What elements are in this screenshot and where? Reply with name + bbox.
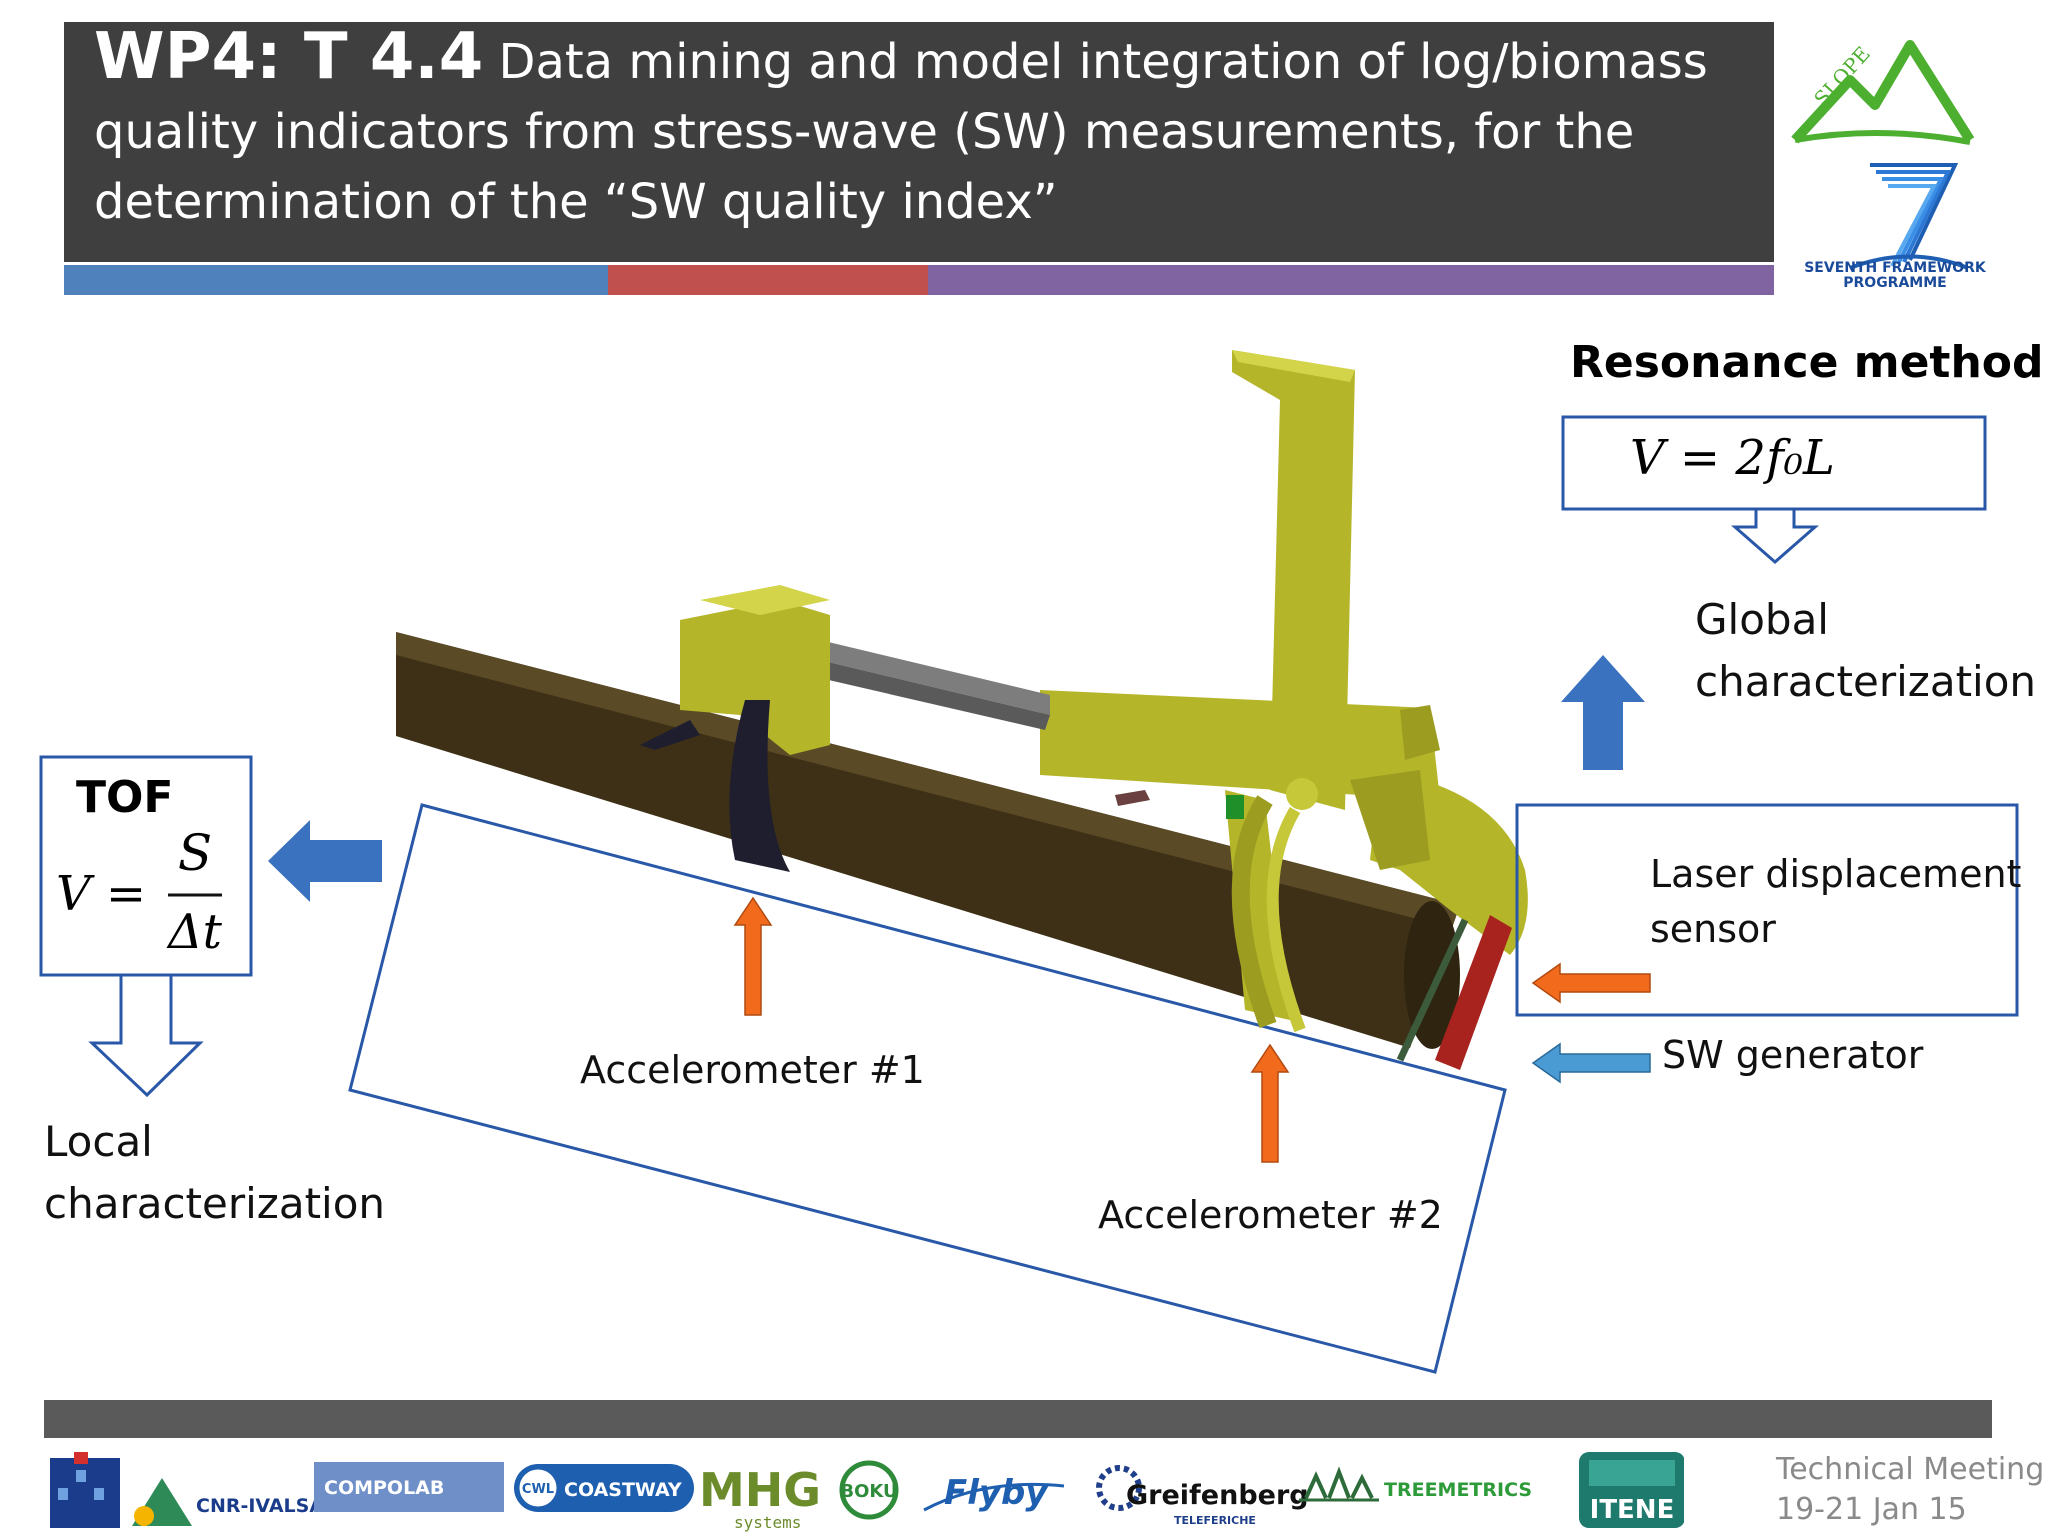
fp7-logo: SEVENTH FRAMEWORK PROGRAMME	[1804, 163, 1987, 291]
sw-generator-label: SW generator	[1662, 1033, 1924, 1077]
tof-left-arrow	[268, 820, 382, 902]
laser-label-line2: sensor	[1650, 907, 1776, 951]
meeting-date: 19-21 Jan 15	[1776, 1492, 1967, 1527]
harvester-head-illustration	[680, 350, 1528, 1033]
global-up-arrow	[1561, 655, 1645, 770]
task-code: WP4: T 4.4	[94, 20, 484, 94]
local-label-line1: Local	[44, 1117, 153, 1166]
cnr-ivalsa-logo: CNR-IVALSA	[50, 1452, 324, 1528]
meeting-title: Technical Meeting	[1776, 1452, 2045, 1487]
laser-label-line1: Laser displacement	[1650, 852, 2022, 896]
global-label-line2: characterization	[1695, 657, 2037, 706]
fp7-logo-line2: PROGRAMME	[1843, 275, 1946, 291]
mhg-sub-text: systems	[734, 1513, 801, 1532]
tof-formula-lhs: V =	[56, 866, 146, 922]
local-label-line2: characterization	[44, 1179, 386, 1228]
header-logos: SLOPE SEVENTH FRAMEWORK PROGRAMME	[1791, 40, 1987, 291]
mhg-logo: MHG systems	[699, 1463, 821, 1532]
boku-logo: BOKU	[839, 1460, 899, 1520]
resonance-formula-box	[1561, 415, 1987, 511]
accelerometer2-label: Accelerometer #2	[1098, 1193, 1443, 1237]
accelerometer2-arrow	[1250, 1043, 1290, 1163]
meeting-info: Technical Meeting 19-21 Jan 15	[1776, 1450, 2046, 1530]
itene-text: ITENE	[1590, 1495, 1675, 1525]
tof-numerator: S	[178, 824, 212, 882]
resonance-down-arrow	[1731, 507, 1819, 564]
global-label-line1: Global	[1695, 595, 1829, 644]
greifenberg-sub-text: TELEFERICHE	[1174, 1514, 1256, 1527]
coastway-logo: CWL COASTWAY	[514, 1464, 694, 1512]
accent-bar-red	[608, 265, 928, 295]
title-description: Data mining and model integration of log…	[94, 34, 1708, 230]
resonance-heading: Resonance method	[1570, 337, 2044, 388]
laser-sensor-box	[1515, 803, 2019, 1017]
cwl-text: CWL	[522, 1482, 554, 1497]
green-sensor	[1226, 795, 1244, 819]
flyby-logo: Flyby	[923, 1473, 1065, 1513]
fp7-logo-line1: SEVENTH FRAMEWORK	[1804, 260, 1987, 276]
sw-generator-hammer	[1435, 915, 1512, 1070]
tof-heading: TOF	[76, 772, 173, 823]
accelerometer1-label: Accelerometer #1	[580, 1048, 925, 1092]
greifenberg-text: Greifenberg	[1126, 1480, 1309, 1511]
compolab-logo: COMPOLAB	[314, 1462, 504, 1512]
treemetrics-text: TREEMETRICS	[1384, 1479, 1532, 1501]
sw-generator-arrow	[1531, 1042, 1651, 1084]
title-band	[64, 22, 1774, 262]
small-bracket	[1115, 790, 1150, 806]
tof-formula-box	[39, 755, 253, 977]
mhg-text: MHG	[699, 1463, 821, 1517]
greifenberg-logo: Greifenberg TELEFERICHE	[1096, 1465, 1309, 1527]
sensor-clip	[640, 720, 700, 750]
measurement-zone-outline	[348, 803, 1507, 1374]
boku-text: BOKU	[840, 1481, 897, 1502]
coastway-text: COASTWAY	[564, 1479, 682, 1501]
footer-bar	[44, 1400, 1992, 1438]
cnr-ivalsa-text: CNR-IVALSA	[196, 1495, 324, 1517]
accent-bar-purple	[928, 265, 1774, 295]
tof-denominator: Δt	[166, 904, 223, 960]
laser-sensor-arrow	[1531, 962, 1651, 1004]
tof-down-arrow	[88, 973, 204, 1098]
itene-logo: ITENE	[1579, 1452, 1684, 1528]
sensor-strap	[729, 700, 790, 872]
slide-title: WP4: T 4.4 Data mining and model integra…	[94, 22, 1754, 237]
accelerometer1-arrow	[733, 896, 773, 1016]
resonance-formula: V = 2f₀L	[1630, 430, 1835, 486]
sw-generator-rod	[1396, 918, 1469, 1062]
accent-bar-blue	[64, 265, 608, 295]
treemetrics-logo: TREEMETRICS	[1299, 1466, 1532, 1502]
flyby-text: Flyby	[944, 1473, 1049, 1513]
partner-logos: CNR-IVALSA COMPOLAB CWL COASTWAY MHG sys…	[50, 1452, 1684, 1532]
compolab-text: COMPOLAB	[324, 1477, 444, 1499]
